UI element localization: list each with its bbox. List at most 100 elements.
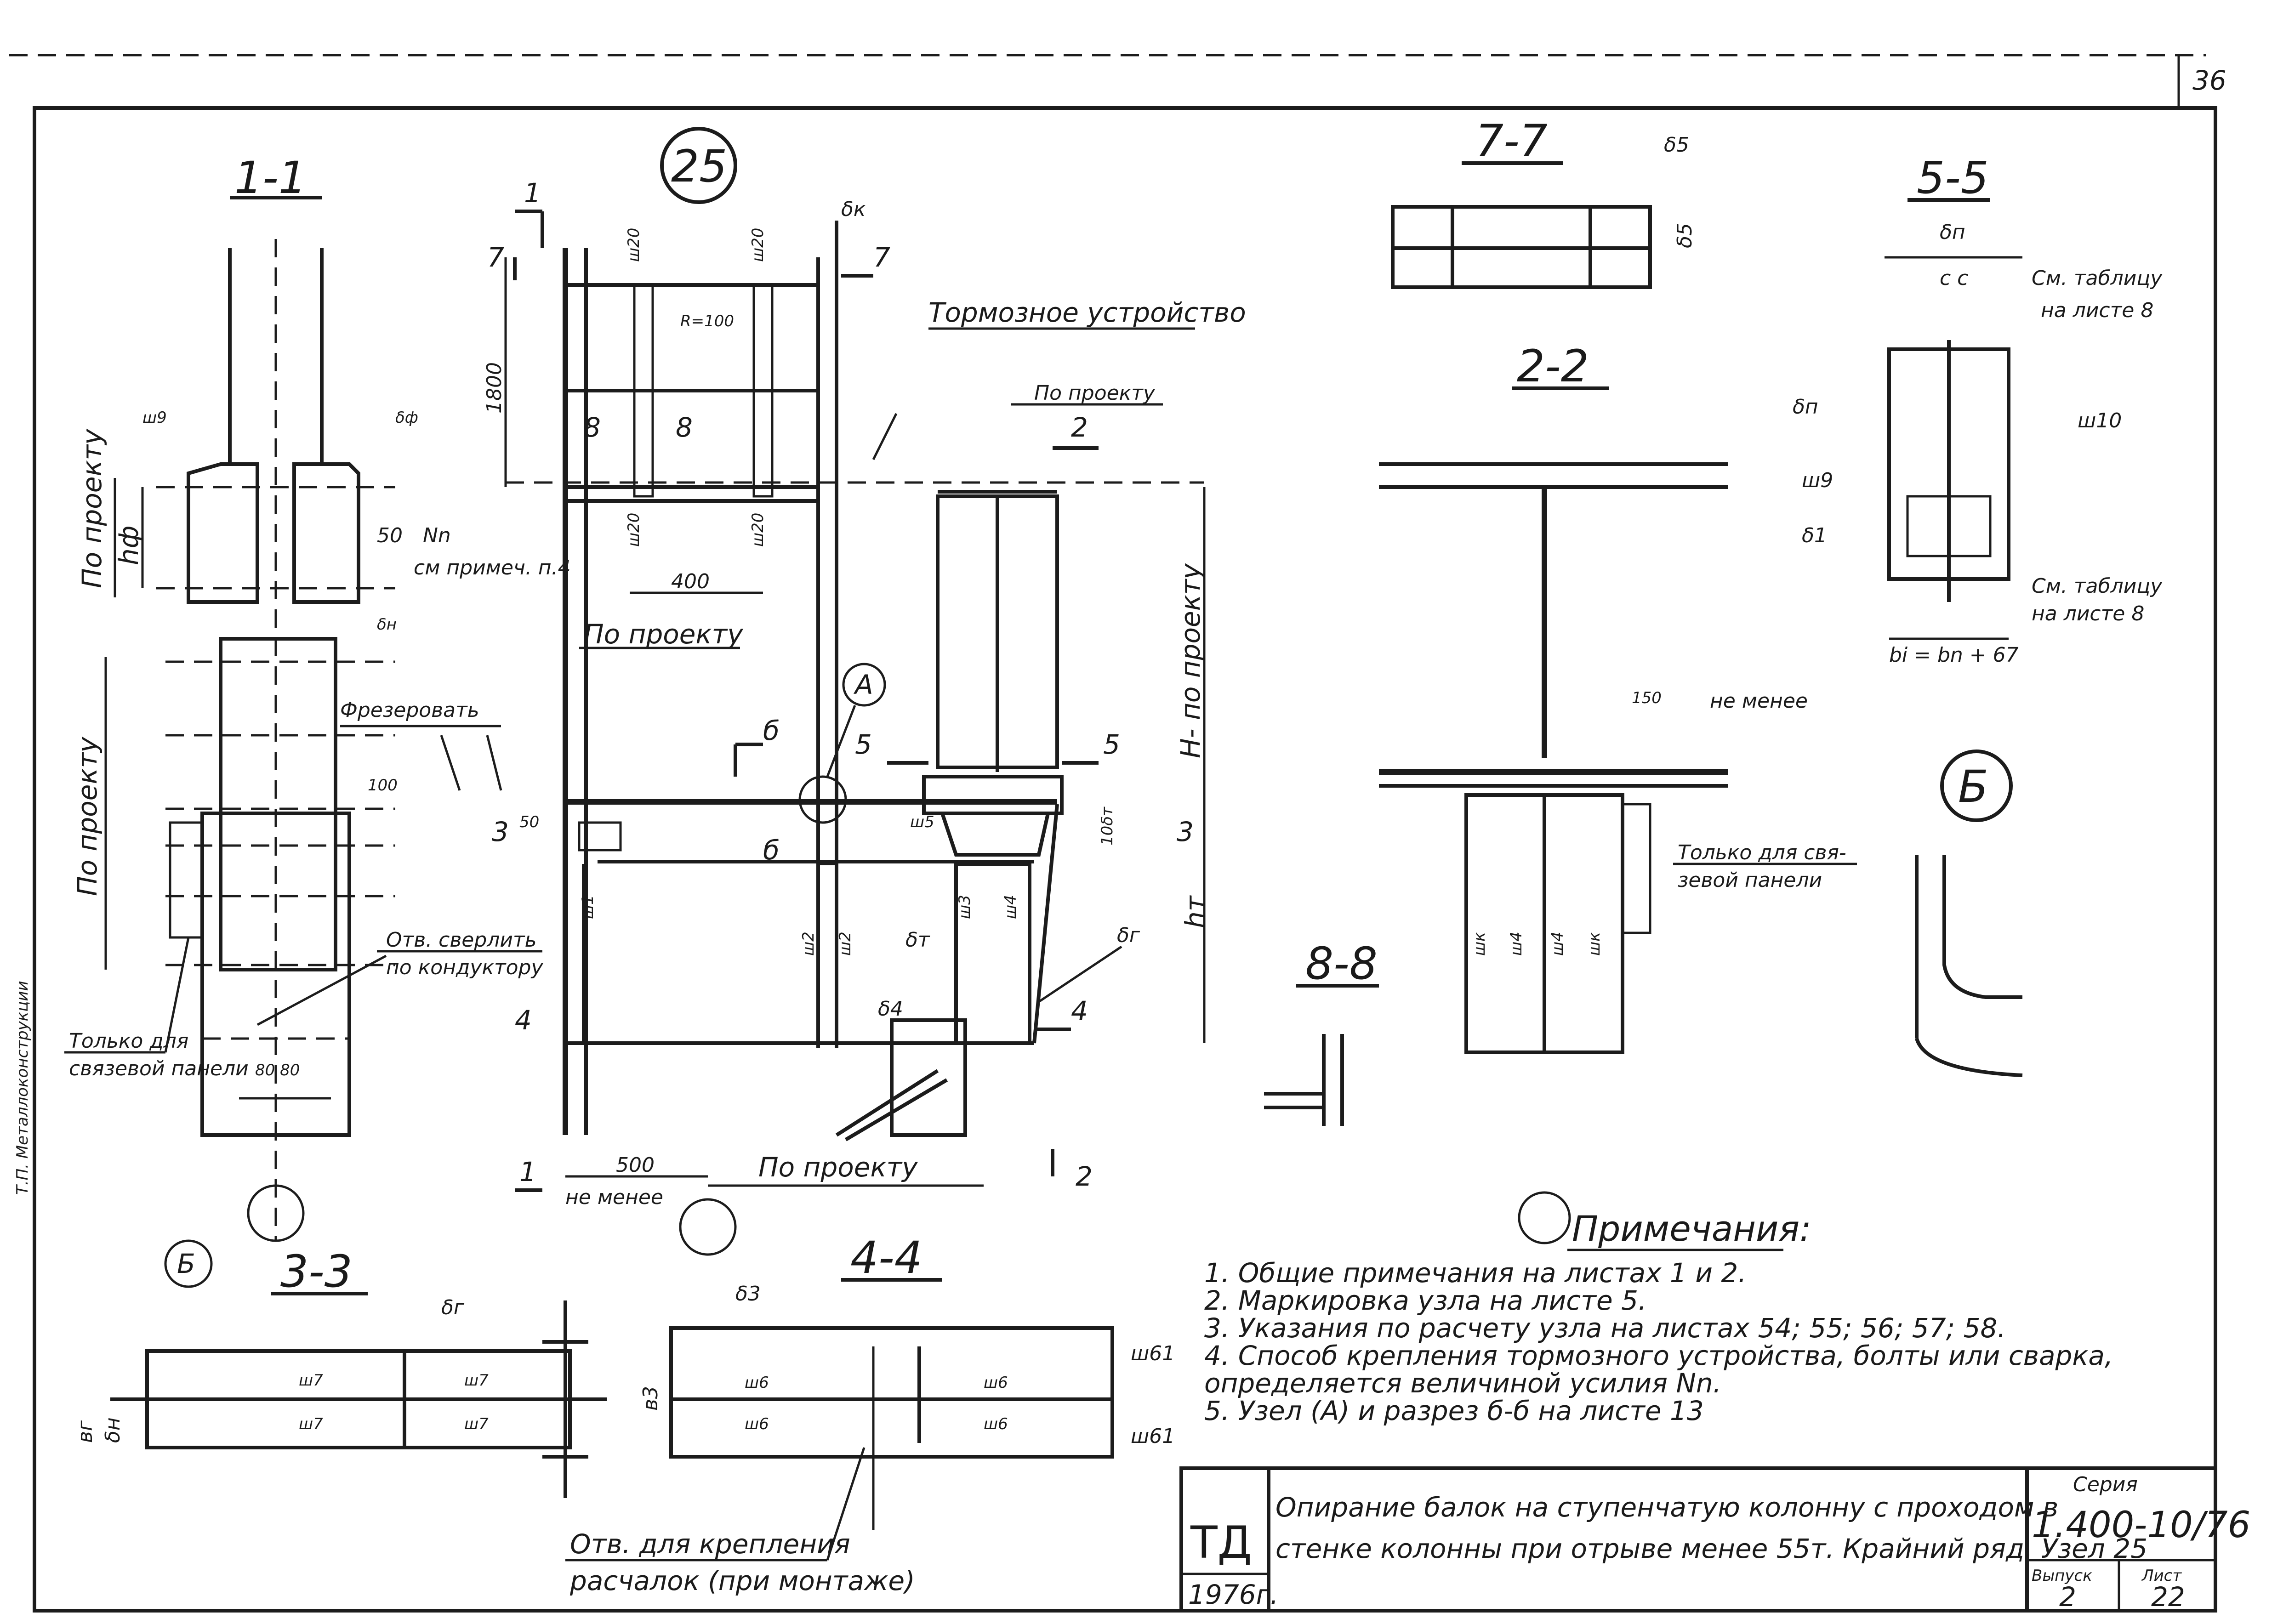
title-block-line2: стенке колонны при отрыве менее 55т. Кра… <box>1275 1533 2147 1564</box>
s22-weld-sh4-b: ш4 <box>1549 931 1567 956</box>
main-dim-50: 50 <box>519 813 539 831</box>
title-block: ТД 1976г. Опирание балок на ступенчатую … <box>1179 1466 2250 1613</box>
section-5-5-title: 5-5 <box>1917 152 1989 204</box>
section-8-8-title: 8-8 <box>1305 938 1378 989</box>
main-weld-sh2-b: ш2 <box>836 931 854 956</box>
title-block-issue-label: Выпуск <box>2032 1567 2092 1585</box>
s33-weld-sh7-c: ш7 <box>299 1415 323 1433</box>
main-po-proektu-mid: По проекту <box>584 619 743 650</box>
section-5-5: 5-5 δп с с См. таблицу на листе 8 δп ш10… <box>1793 152 2163 667</box>
section-mark-8-left: 8 <box>584 412 601 443</box>
main-weld-sh20-a: ш20 <box>625 228 643 262</box>
node-a-circle <box>842 663 886 707</box>
main-weld-sh20-b: ш20 <box>749 228 767 262</box>
main-b4: δ4 <box>878 997 903 1021</box>
section-mark-6-top: б <box>763 715 780 746</box>
drawing-frame <box>33 106 2217 1613</box>
s22-ne-menee: не менее <box>1710 689 1808 713</box>
title-block-year: 1976г. <box>1188 1579 1279 1610</box>
note-1: 1. Общие примечания на листах 1 и 2. <box>1204 1257 1747 1289</box>
section-7-7-title: 7-7 <box>1475 115 1548 167</box>
section-mark-5-right: 5 <box>1103 729 1120 760</box>
s55-b-formula: bi = bn + 67 <box>1889 643 2019 667</box>
main-weld-sh1: ш1 <box>579 895 597 919</box>
side-margin-label: Т.П. Металлоконструкции <box>13 981 32 1195</box>
section-2-2-title: 2-2 <box>1517 341 1589 392</box>
main-bt: δт <box>905 928 930 952</box>
main-weld-sh20-d: ш20 <box>749 513 767 547</box>
s44-weld-sh61-a: ш61 <box>1131 1342 1175 1365</box>
section-4-4: 4-4 δ3 ш6 ш6 ш6 ш6 ш61 ш61 в3 Отв. для к… <box>565 1232 1175 1596</box>
section-mark-7-left: 7 <box>487 242 504 273</box>
title-block-series-value: 1.400-10/76 <box>2032 1505 2250 1546</box>
s33-bg-side: вг <box>74 1420 97 1443</box>
note-4: 4. Способ крепления тормозного устройств… <box>1204 1340 2113 1371</box>
s44-weld-sh6-a: ш6 <box>745 1374 769 1392</box>
node-a-label: А <box>853 669 873 700</box>
s33-weld-sh7-b: ш7 <box>464 1371 489 1390</box>
node-number-circle <box>660 127 737 204</box>
s11-see-note: см примеч. п.4 <box>414 556 571 579</box>
main-weld-sh5: ш5 <box>910 813 934 831</box>
section-mark-7-right: 7 <box>873 242 890 273</box>
s44-weld-sh6-d: ш6 <box>984 1415 1008 1433</box>
s55-b1: δ1 <box>1802 524 1827 547</box>
s44-b3: δ3 <box>735 1282 761 1306</box>
section-mark-8-right: 8 <box>676 412 693 443</box>
main-dim-1800: 1800 <box>483 362 506 414</box>
s55-bp: δп <box>1940 221 1965 244</box>
s44-weld-sh6-b: ш6 <box>984 1374 1008 1392</box>
s11-tolko-dlya: Только для <box>69 1029 188 1053</box>
s44-raschalok: расчалок (при монтаже) <box>569 1565 915 1596</box>
detail-b-label: Б <box>1958 761 1988 812</box>
main-ht: hт <box>1179 895 1211 928</box>
s55-c: с с <box>1940 267 1968 290</box>
s55-bp-left: δп <box>1793 395 1818 419</box>
s44-b3-side: в3 <box>639 1386 662 1411</box>
main-elevation: 25 1 δк R=100 ш20 ш20 ш20 ш20 1800 400 7… <box>483 127 1246 1256</box>
section-8-8: 8-8 <box>1264 938 1379 1126</box>
main-weld-sh3: ш3 <box>956 895 974 919</box>
section-2-2: 2-2 150 не менее шк ш4 ш4 шк Только для … <box>1379 341 1857 1244</box>
note-3: 3. Указания по расчету узла на листах 54… <box>1204 1312 2006 1344</box>
notes-block: Примечания: 1. Общие примечания на листа… <box>1204 1208 2113 1426</box>
main-h-po-proektu: Н- по проекту <box>1175 563 1206 758</box>
s11-dim-80: 80 80 <box>255 1061 300 1079</box>
s11-otv-sverlit: Отв. сверлить <box>386 928 537 952</box>
s55-sm-tablicu-bottom: См. таблицу <box>2032 574 2163 598</box>
section-mark-3-left: 3 <box>492 816 509 847</box>
main-weld-sh20-c: ш20 <box>625 513 643 547</box>
s33-bg: δг <box>441 1296 465 1319</box>
section-mark-1-top: 1 <box>524 177 541 209</box>
s77-b5-side: δ5 <box>1673 223 1697 248</box>
s33-weld-sh7-d: ш7 <box>464 1415 489 1433</box>
note-5: 5. Узел (А) и разрез б-б на листе 13 <box>1204 1395 1704 1426</box>
section-mark-5-left: 5 <box>855 729 872 760</box>
s11-weld-sh9: ш9 <box>142 409 167 427</box>
s22-weld-shk2: шк <box>1585 932 1604 956</box>
main-bg: δг <box>1117 924 1140 947</box>
note-2: 2. Маркировка узла на листе 5. <box>1204 1285 1646 1316</box>
s44-weld-sh6-c: ш6 <box>745 1415 769 1433</box>
main-ne-menee: не менее <box>565 1186 663 1209</box>
s22-dim-150: 150 <box>1632 689 1662 707</box>
note-4-cont: определяется величиной усилия Nn. <box>1204 1368 1721 1399</box>
section-3-3: 3-3 Б δг ш7 ш7 ш7 ш7 вг δн <box>74 1239 607 1498</box>
s11-svyazevoi-paneli: связевой панели <box>69 1057 249 1080</box>
node-number: 25 <box>671 141 727 192</box>
main-dim-400: 400 <box>671 570 710 593</box>
s55-weld-sh10: ш10 <box>2078 409 2122 432</box>
s55-na-liste-bottom: на листе 8 <box>2032 602 2144 625</box>
section-3-3-title: 3-3 <box>280 1246 353 1297</box>
s33-bn-side: δн <box>101 1417 125 1443</box>
s33-weld-sh7-a: ш7 <box>299 1371 323 1390</box>
detail-b: Б <box>1915 750 2023 1077</box>
s11-dim-100: 100 <box>368 776 398 795</box>
main-axis-marker <box>679 1198 737 1256</box>
s11-frezerovat: Фрезеровать <box>340 698 479 722</box>
s11-po-proektu-upper: По проекту <box>76 429 108 588</box>
section-4-4-title: 4-4 <box>850 1232 922 1283</box>
title-block-series-label: Серия <box>2073 1473 2138 1496</box>
section-mark-4-right: 4 <box>1071 995 1088 1027</box>
